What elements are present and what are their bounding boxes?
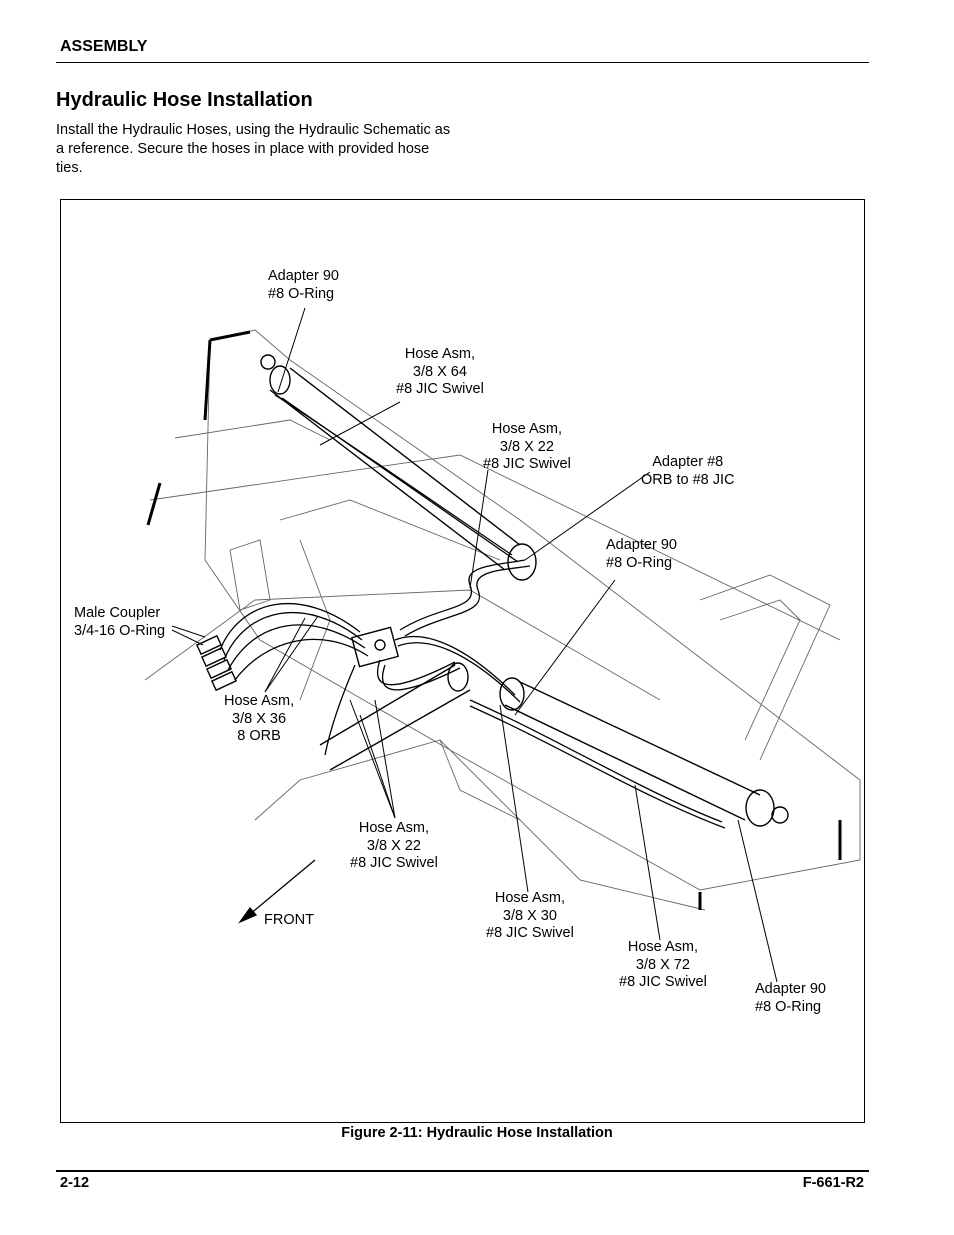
callout-adapter-90-bottom: Adapter 90 #8 O-Ring: [755, 981, 826, 1015]
callout-adapter-90-mid: Adapter 90 #8 O-Ring: [606, 537, 677, 571]
figure-caption: Figure 2-11: Hydraulic Hose Installation: [341, 1125, 613, 1141]
callout-hose-22-bottom: Hose Asm, 3/8 X 22 #8 JIC Swivel: [350, 820, 438, 871]
frame-outline: [144, 329, 861, 911]
callout-hose-72: Hose Asm, 3/8 X 72 #8 JIC Swivel: [619, 939, 707, 990]
section-header: ASSEMBLY: [60, 38, 148, 55]
callout-hose-22-top: Hose Asm, 3/8 X 22 #8 JIC Swivel: [483, 421, 571, 472]
page-number: 2-12: [60, 1175, 90, 1191]
page-title: Hydraulic Hose Installation: [56, 89, 313, 111]
callout-adapter-8-orb: Adapter #8 ORB to #8 JIC: [641, 454, 735, 488]
callout-hose-30: Hose Asm, 3/8 X 30 #8 JIC Swivel: [486, 890, 574, 941]
hoses: [219, 394, 726, 829]
callout-adapter-90-top: Adapter 90 #8 O-Ring: [268, 268, 339, 302]
coupler-cluster: [195, 634, 238, 692]
callout-hose-64: Hose Asm, 3/8 X 64 #8 JIC Swivel: [396, 346, 484, 397]
lower-cylinder: [499, 677, 789, 827]
valve-block: [350, 626, 400, 668]
intro-paragraph: Install the Hydraulic Hoses, using the H…: [56, 122, 451, 176]
header-rule: [56, 62, 869, 63]
frame-heavy-edges: [146, 330, 842, 910]
center-cylinder: [319, 662, 471, 771]
leader-lines: [171, 307, 778, 983]
footer-rule: [56, 1170, 869, 1172]
figure-frame: [60, 199, 865, 1123]
front-arrow: [238, 859, 316, 924]
document-id: F-661-R2: [802, 1175, 864, 1191]
callout-hose-36: Hose Asm, 3/8 X 36 8 ORB: [224, 693, 295, 744]
callout-front: FRONT: [264, 912, 314, 928]
upper-cylinder: [260, 354, 537, 581]
callout-male-coupler: Male Coupler 3/4-16 O-Ring: [74, 605, 166, 639]
